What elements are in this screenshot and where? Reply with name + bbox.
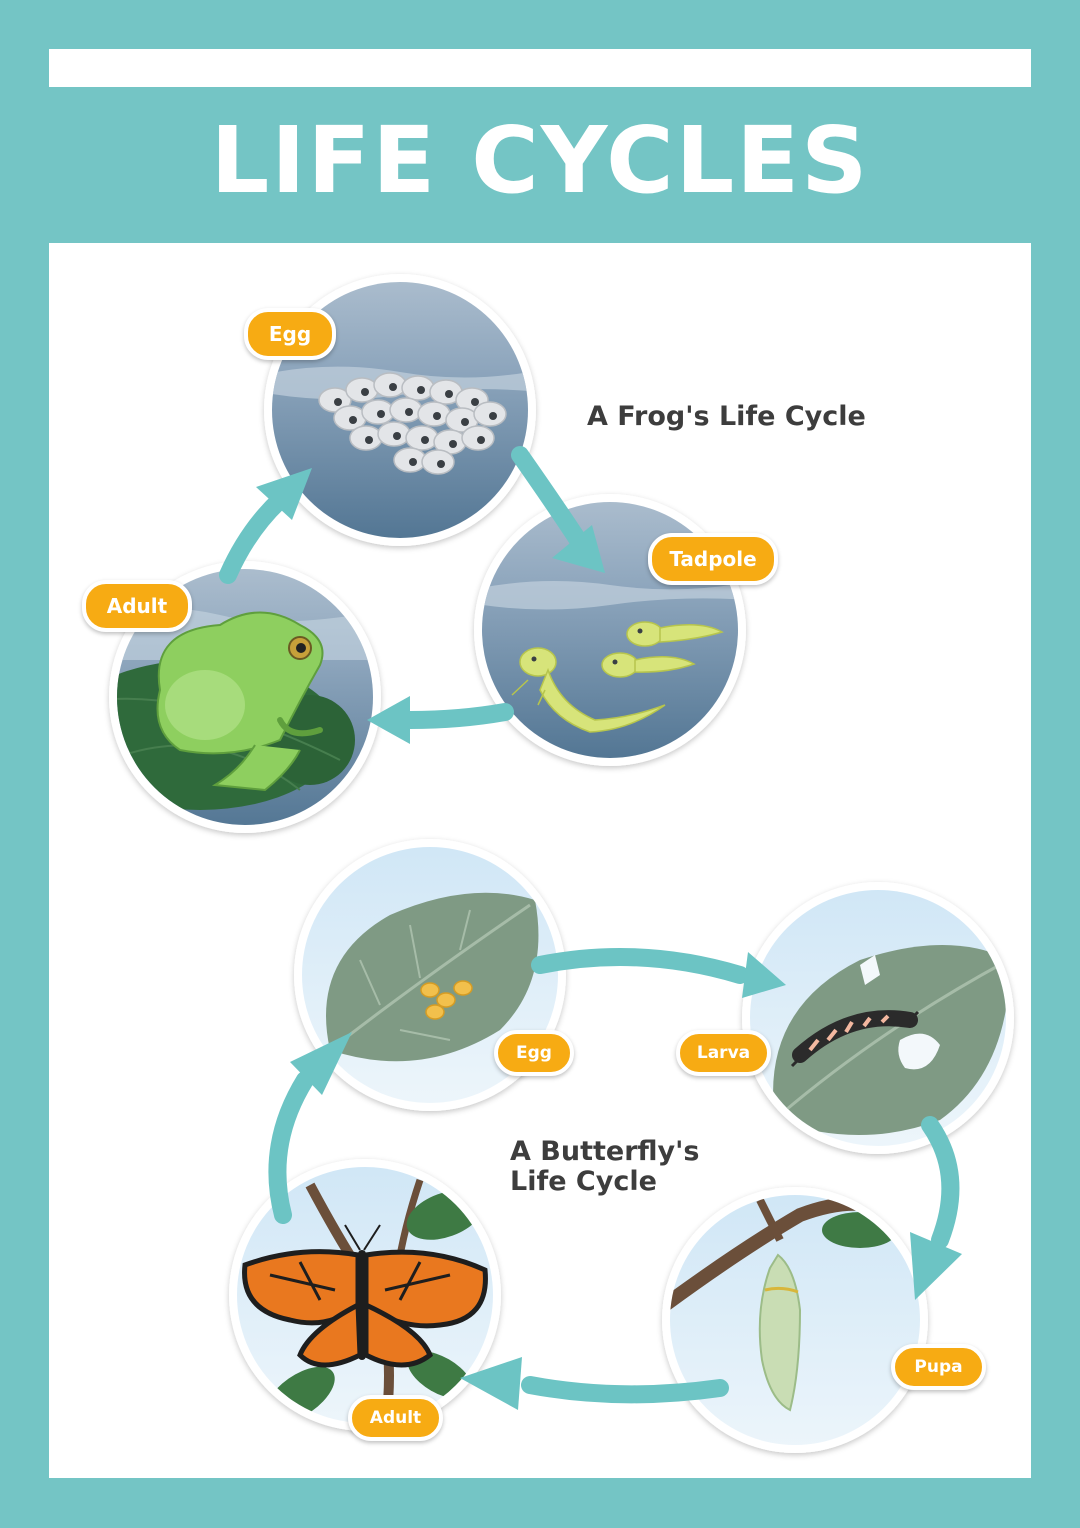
frog-cycle-arrows [219, 446, 587, 729]
butterfly-stage-larva-label: Larva [676, 1030, 771, 1076]
larva-illustration [742, 882, 1014, 1154]
butterfly-cycle-arrows [268, 948, 960, 1404]
butterfly-cycle-heading-line2: Life Cycle [510, 1166, 657, 1197]
frog-stage-egg-label: Egg [244, 308, 336, 360]
butterfly-cycle-heading-line1: A Butterfly's [510, 1136, 700, 1167]
frog-stage-tadpole-label: Tadpole [648, 533, 778, 585]
frog-stage-adult-label: Adult [82, 580, 192, 632]
butterfly-cycle-arrowheads [290, 952, 962, 1410]
frog-cycle-arrowheads [256, 468, 605, 744]
page-title: LIFE CYCLES [210, 107, 870, 214]
butterfly-stage-egg-label: Egg [494, 1030, 574, 1076]
butterfly-stage-adult-label: Adult [348, 1395, 443, 1441]
frog-cycle-heading: A Frog's Life Cycle [587, 401, 866, 432]
butterfly-egg-illustration [294, 839, 566, 1111]
tadpole-illustration [474, 494, 746, 766]
top-strip [49, 49, 1031, 87]
pupa-illustration [662, 1187, 928, 1453]
adult-butterfly-illustration [229, 1159, 501, 1431]
butterfly-stage-pupa-label: Pupa [891, 1344, 986, 1390]
